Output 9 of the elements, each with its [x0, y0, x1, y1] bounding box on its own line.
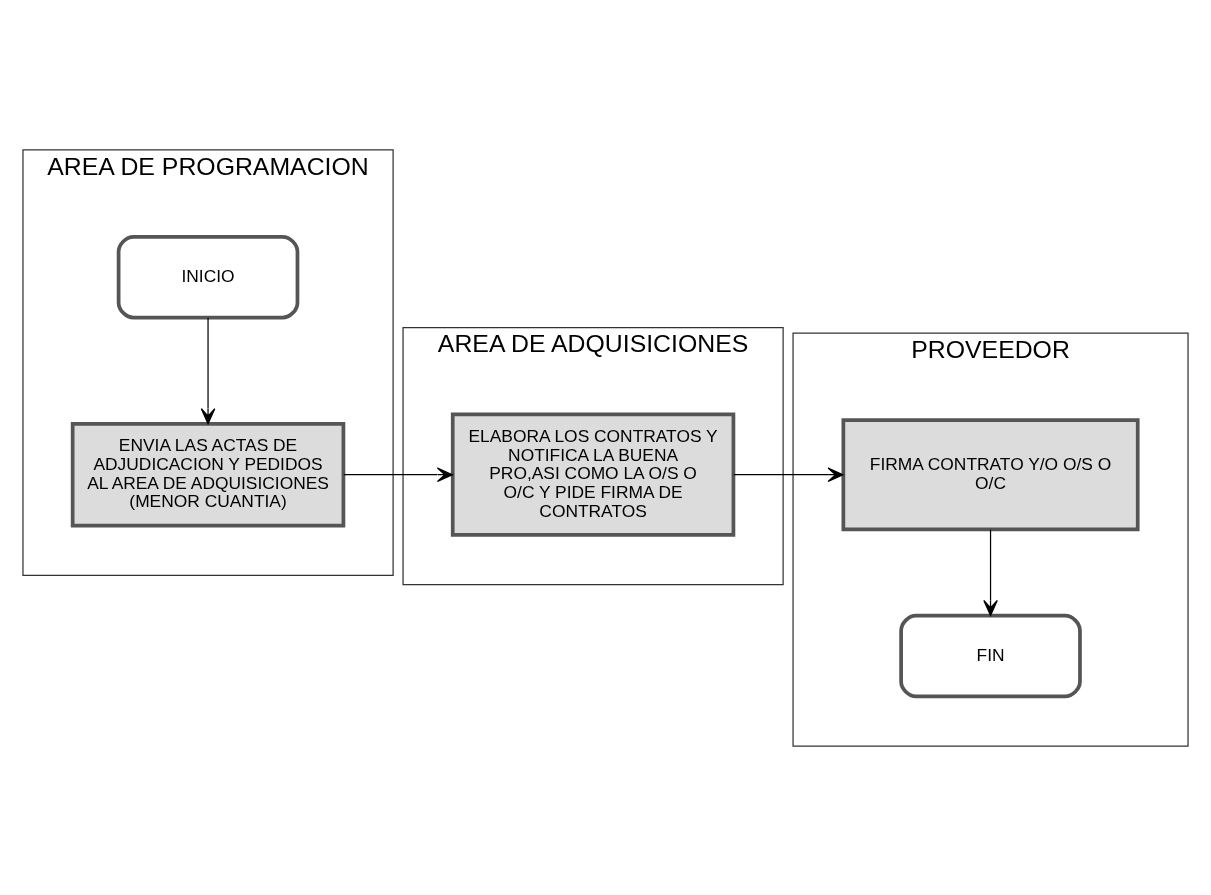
node-box: FIRMA CONTRATO Y/O O/S O O/C — [841, 417, 1140, 531]
node-box: INICIO — [116, 234, 300, 319]
arrow — [983, 528, 998, 616]
arrow — [200, 316, 216, 424]
node-box: ELABORA LOS CONTRATOS Y NOTIFICA LA BUENA PRO,ASI COMO LA O/S O O/C Y PIDE FIRMA DE CONTRATOS — [450, 412, 736, 537]
arrow — [732, 466, 844, 482]
node-box: ENVIA LAS ACTAS DE ADJUDICACION Y PEDIDOS AL AREA DE ADQUISICIONES (MENOR CUANTIA) — [70, 421, 346, 527]
node-box: FIN — [899, 613, 1082, 698]
arrow — [343, 466, 453, 482]
